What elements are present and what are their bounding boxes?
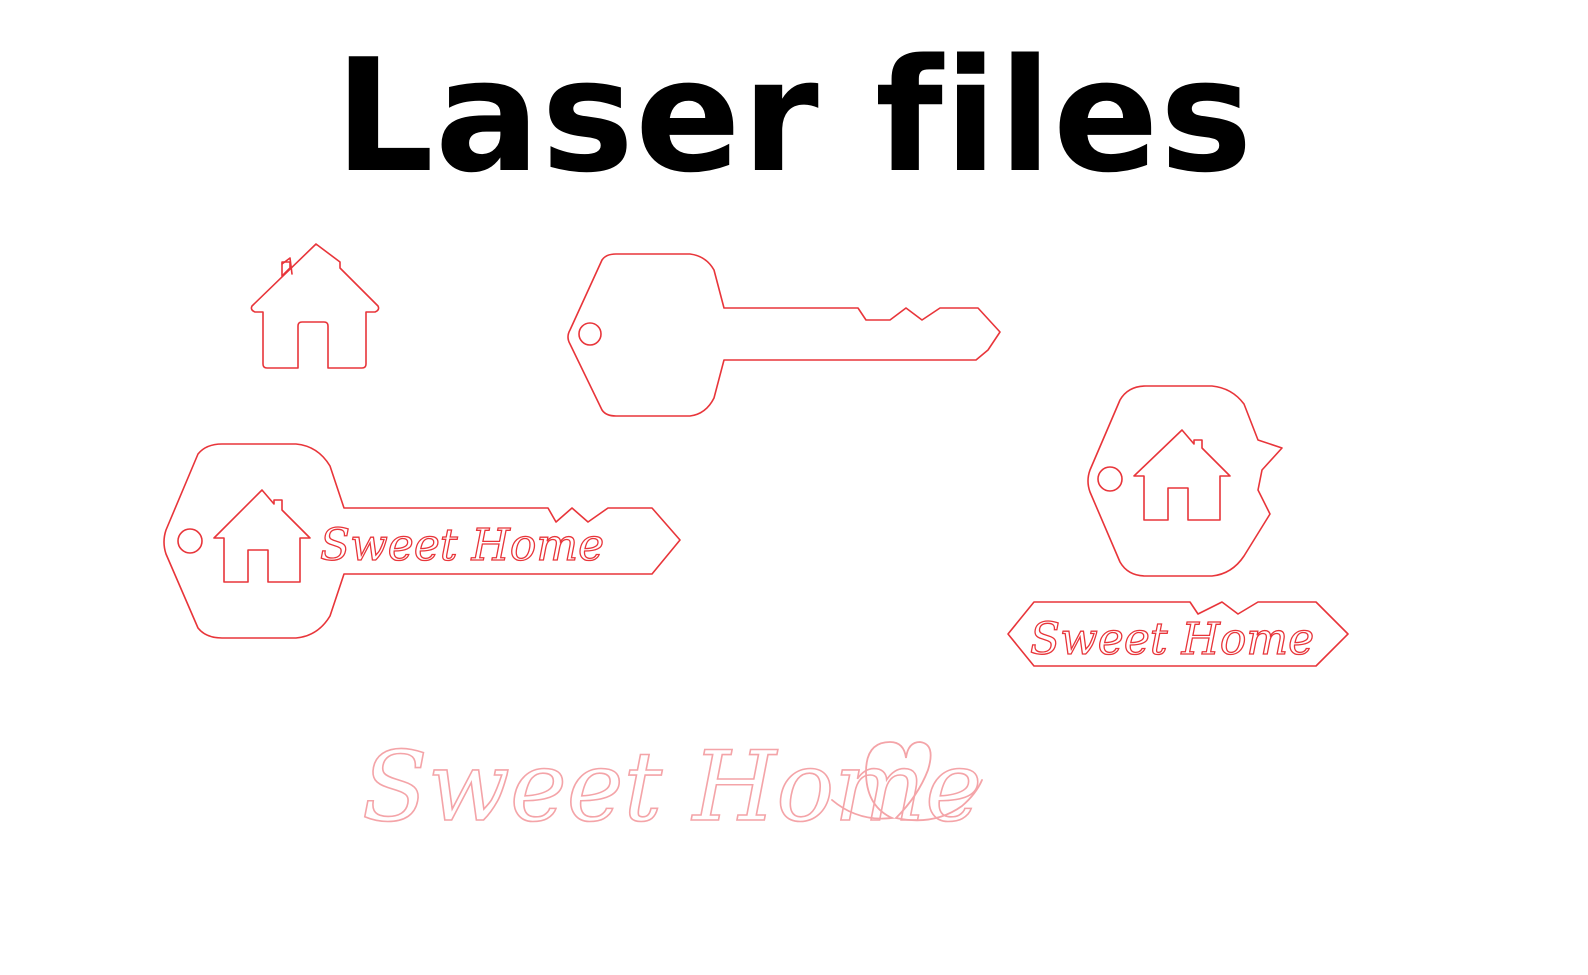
sweet-home-script: Sweet Home [361, 730, 983, 844]
key-blank-icon [567, 253, 1001, 417]
sweet-home-key-icon: Sweet Home [163, 443, 681, 639]
house-tag-icon [1087, 385, 1283, 577]
key-text-large: Sweet Home [320, 520, 604, 571]
key-text-small: Sweet Home [1030, 614, 1314, 665]
page-title: Laser files [334, 25, 1254, 207]
script-text: Sweet Home [362, 731, 982, 843]
key-blade-icon: Sweet Home [1007, 601, 1349, 667]
house-icon [250, 243, 380, 369]
heart-icon [831, 741, 983, 822]
